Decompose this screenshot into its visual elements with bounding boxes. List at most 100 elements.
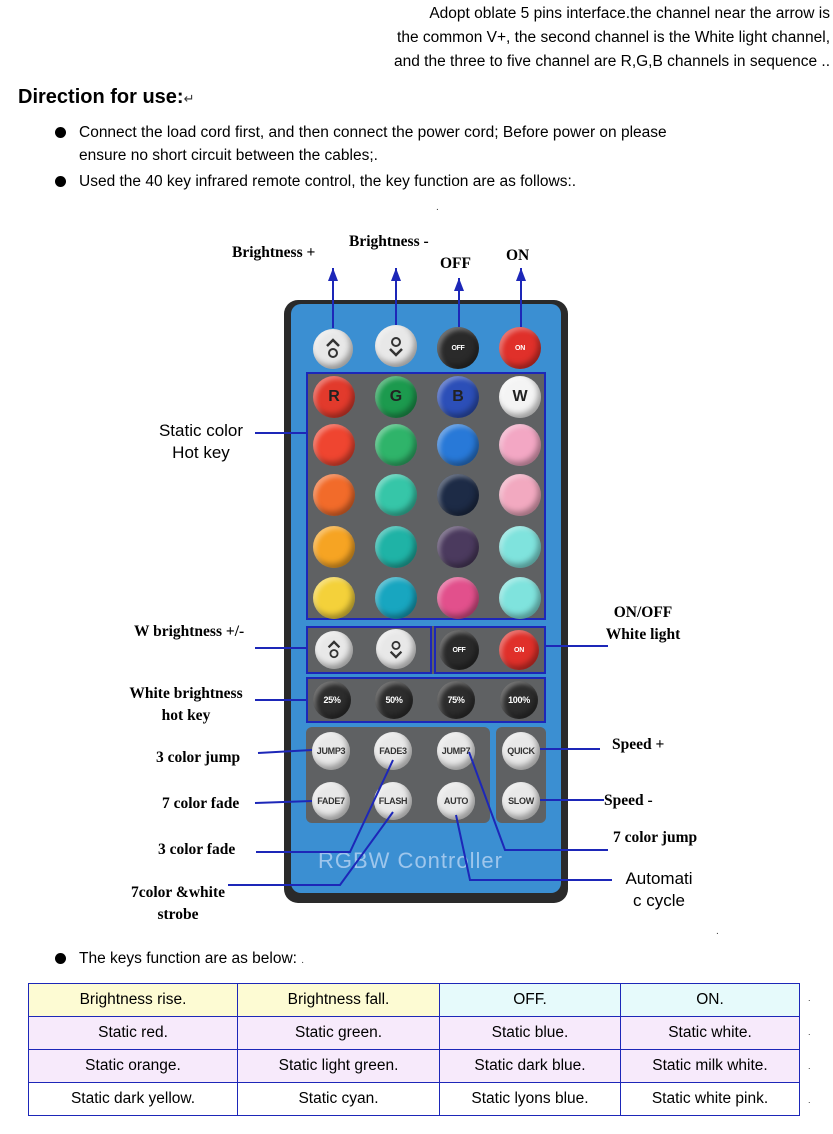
table-cell: Static blue. [439, 1016, 621, 1050]
color-button[interactable] [437, 424, 479, 466]
label-3-color-jump: 3 color jump [156, 749, 241, 766]
color-button[interactable] [499, 424, 541, 466]
color-button[interactable] [313, 424, 355, 466]
color-button[interactable] [375, 474, 417, 516]
color-button[interactable] [499, 577, 541, 619]
table-cell: OFF. [439, 983, 621, 1017]
white-25-button[interactable]: 25% [313, 681, 351, 719]
paragraph-mark: . [716, 926, 719, 937]
label-brightness-plus: Brightness + [232, 244, 316, 261]
table-cell: Brightness rise. [28, 983, 238, 1017]
auto-label: AUTO [443, 796, 469, 806]
quick-button[interactable]: QUICK [502, 732, 540, 770]
jump7-button[interactable]: JUMP7 [437, 732, 475, 770]
label-strobe-line: 7color &white [131, 884, 225, 901]
table-row: Static orange. Static light green. Stati… [28, 1049, 800, 1083]
white-100-button[interactable]: 100% [500, 681, 538, 719]
white-on-button[interactable]: ON [499, 630, 539, 670]
label-auto-cycle: Automati c cycle [614, 868, 704, 912]
color-button[interactable] [437, 474, 479, 516]
blue-label: B [452, 388, 464, 405]
color-button[interactable] [313, 577, 355, 619]
fade7-button[interactable]: FADE7 [312, 782, 350, 820]
table-cell: Static cyan. [237, 1082, 440, 1116]
label-auto-line: c cycle [633, 891, 685, 910]
white-label: W [512, 388, 528, 405]
on-button[interactable]: ON [499, 327, 541, 369]
auto-button[interactable]: AUTO [437, 782, 475, 820]
intro-line: Adopt oblate 5 pins interface.the channe… [429, 5, 830, 22]
table-row: Static red. Static green. Static blue. S… [28, 1016, 800, 1050]
color-grid-outline [306, 372, 546, 620]
table-cell: Static lyons blue. [439, 1082, 621, 1116]
label-onoff-line: ON/OFF [613, 604, 673, 621]
slow-button[interactable]: SLOW [502, 782, 540, 820]
table-cell: Static dark blue. [439, 1049, 621, 1083]
w-brightness-up-button[interactable] [315, 631, 353, 669]
sun-up-icon [327, 640, 341, 659]
red-button[interactable]: R [313, 376, 355, 418]
fade3-button[interactable]: FADE3 [374, 732, 412, 770]
color-button[interactable] [499, 474, 541, 516]
white-on-label: ON [514, 646, 524, 654]
label-7-color-fade: 7 color fade [162, 795, 240, 812]
jump3-label: JUMP3 [316, 746, 346, 756]
label-static-color-line: Hot key [172, 443, 230, 462]
row-end-mark: . [808, 1061, 811, 1071]
row-end-mark: . [808, 1095, 811, 1105]
red-label: R [328, 388, 340, 405]
white-button[interactable]: W [499, 376, 541, 418]
white-50-button[interactable]: 50% [375, 681, 413, 719]
label-onoff-white: ON/OFF White light [595, 602, 691, 646]
label-w-brightness: W brightness +/- [134, 623, 245, 640]
brightness-down-button[interactable] [375, 325, 417, 367]
table-row: Brightness rise. Brightness fall. OFF. O… [28, 983, 800, 1017]
w-brightness-down-button[interactable] [376, 629, 416, 669]
table-cell: Static light green. [237, 1049, 440, 1083]
white-100-label: 100% [508, 695, 530, 705]
label-speed-minus: Speed - [604, 792, 653, 809]
label-static-color: Static color Hot key [153, 420, 249, 464]
white-off-button[interactable]: OFF [439, 630, 479, 670]
intro-line: and the three to five channel are R,G,B … [394, 53, 830, 70]
color-button[interactable] [313, 474, 355, 516]
on-button-label: ON [515, 344, 525, 352]
intro-line: the common V+, the second channel is the… [397, 29, 830, 46]
brightness-up-button[interactable] [313, 329, 353, 369]
white-50-label: 50% [385, 695, 403, 705]
color-button[interactable] [313, 526, 355, 568]
blue-button[interactable]: B [437, 376, 479, 418]
white-onoff-outline [434, 626, 546, 674]
white-75-button[interactable]: 75% [437, 681, 475, 719]
sun-down-icon [389, 640, 403, 659]
bullet-dot-icon [55, 953, 66, 964]
intro-paragraph: Adopt oblate 5 pins interface.the channe… [270, 2, 830, 74]
off-button[interactable]: OFF [437, 327, 479, 369]
color-button[interactable] [375, 577, 417, 619]
color-button[interactable] [375, 526, 417, 568]
color-button[interactable] [437, 526, 479, 568]
bullet-text: Connect the load cord first, and then co… [79, 124, 667, 141]
white-75-label: 75% [447, 695, 465, 705]
green-button[interactable]: G [375, 376, 417, 418]
table-cell: Static white pink. [620, 1082, 800, 1116]
table-cell: Static dark yellow. [28, 1082, 238, 1116]
label-static-color-line: Static color [158, 421, 244, 440]
label-white-hot: White brightness hot key [116, 683, 256, 727]
keys-table: Brightness rise. Brightness fall. OFF. O… [28, 983, 800, 1116]
color-button[interactable] [437, 577, 479, 619]
bullet-connect: Connect the load cord first, and then co… [55, 121, 667, 167]
label-auto-line: Automati [625, 869, 693, 888]
quick-label: QUICK [507, 746, 535, 756]
heading-text: Direction for use: [18, 86, 184, 108]
label-white-hot-line: White brightness [129, 685, 243, 702]
flash-label: FLASH [378, 796, 408, 806]
label-speed-plus: Speed + [612, 736, 665, 753]
color-button[interactable] [499, 526, 541, 568]
slow-label: SLOW [508, 796, 534, 806]
white-25-label: 25% [323, 695, 341, 705]
color-button[interactable] [375, 424, 417, 466]
label-on: ON [506, 247, 530, 264]
jump3-button[interactable]: JUMP3 [312, 732, 350, 770]
